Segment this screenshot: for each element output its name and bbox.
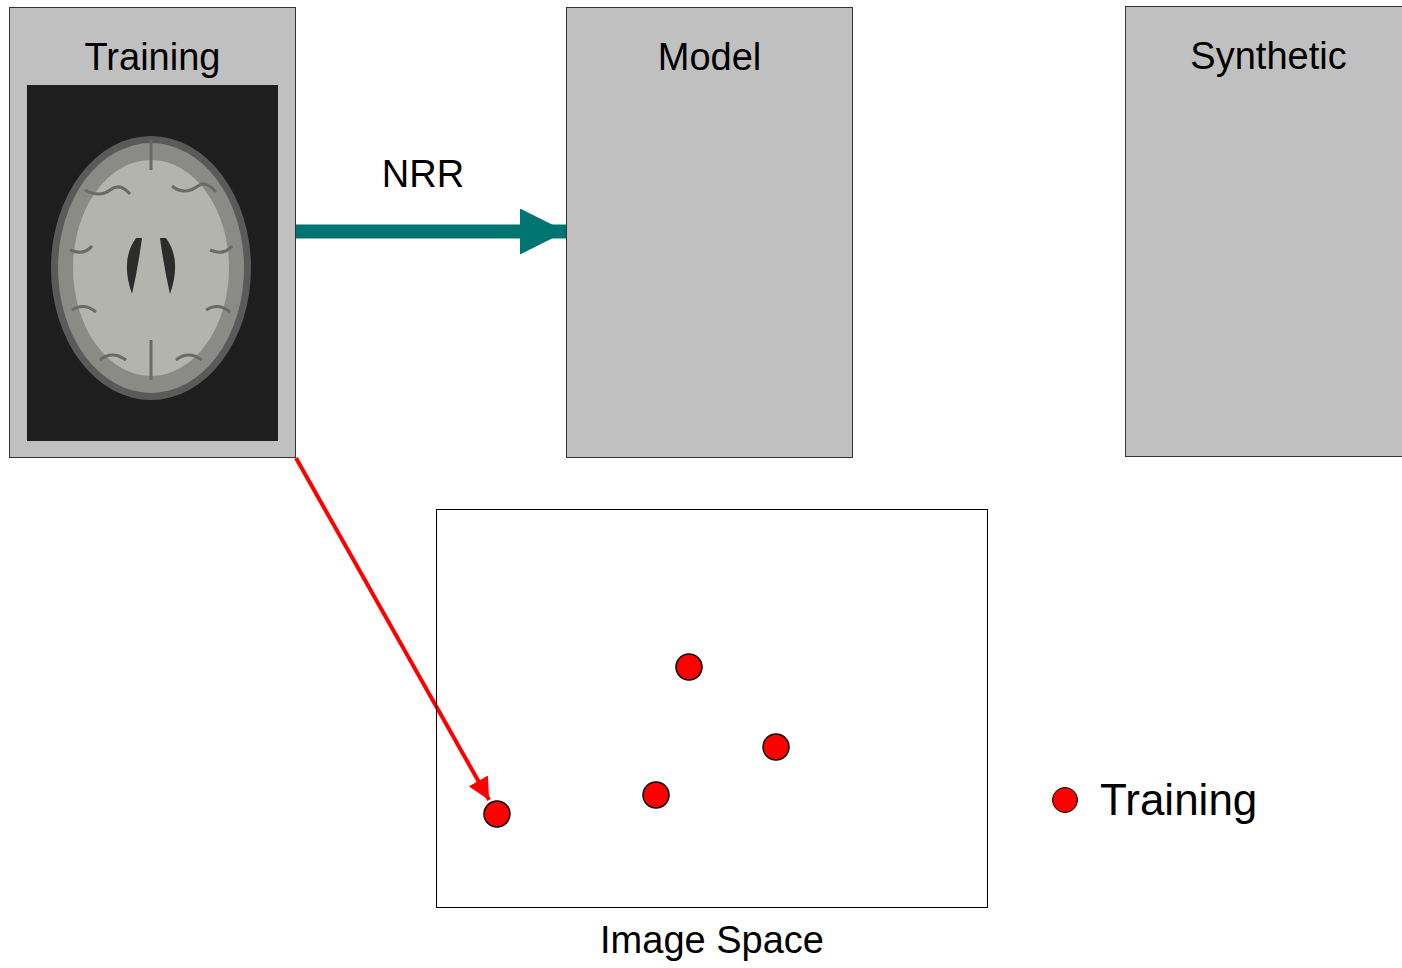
skull-outline — [51, 136, 251, 400]
registration-arrow — [296, 231, 566, 232]
stage-panel: Synthetic — [1125, 6, 1402, 457]
box-caption: Image Space — [437, 919, 987, 963]
training-point — [643, 782, 669, 808]
panel-heading: Synthetic — [1126, 35, 1402, 79]
training-point — [763, 734, 789, 760]
cortex — [58, 143, 244, 393]
stage-panel: Model — [566, 7, 853, 458]
scan-background — [27, 85, 278, 441]
legend-swatch — [1052, 787, 1078, 813]
sulci — [70, 140, 232, 380]
white-matter — [73, 160, 229, 376]
legend-item: Training — [1052, 772, 1257, 828]
connector-path — [296, 225, 566, 239]
training-point — [484, 801, 510, 827]
edge-label: NRR — [379, 153, 467, 197]
training-point — [676, 654, 702, 680]
panel-heading: Training — [10, 36, 295, 80]
ventricle-right — [160, 238, 175, 294]
ventricle-left — [127, 238, 142, 294]
panel-heading: Model — [567, 36, 852, 80]
image-space-box: Image Space — [436, 509, 988, 908]
legend-label: Training — [1100, 775, 1257, 826]
stage-panel: Training — [9, 7, 296, 458]
